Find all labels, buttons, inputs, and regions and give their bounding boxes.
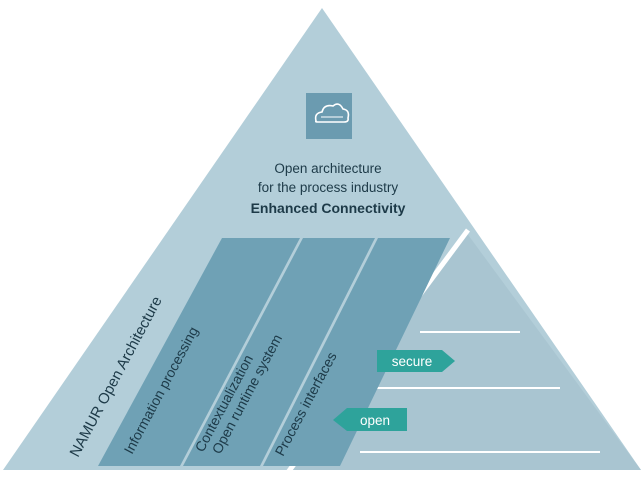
open-arrow: open <box>333 408 407 431</box>
right-section-lines <box>360 331 600 453</box>
band-information-processing <box>98 238 300 466</box>
header-line-1: Open architecture <box>274 161 381 176</box>
cloud-icon <box>306 93 352 139</box>
open-label: open <box>360 413 390 428</box>
header-title: Enhanced Connectivity <box>251 200 406 216</box>
band-contextualization <box>183 238 375 466</box>
header-line-2: for the process industry <box>258 180 399 195</box>
secure-label: secure <box>392 354 433 369</box>
band-process-interfaces <box>263 238 450 466</box>
secure-arrow: secure <box>377 350 455 372</box>
